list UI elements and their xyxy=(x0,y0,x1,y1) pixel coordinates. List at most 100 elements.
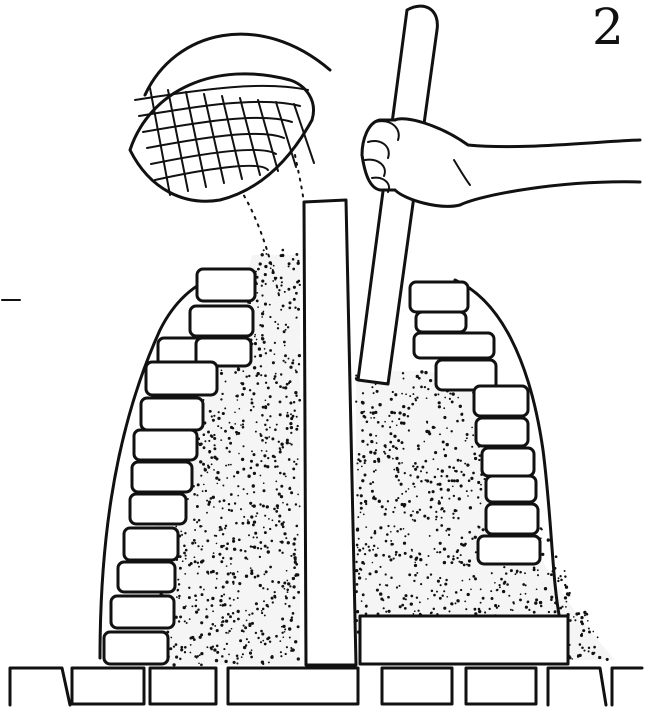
sand-dot xyxy=(294,640,297,643)
sand-dot xyxy=(385,584,387,586)
sand-dot xyxy=(292,415,295,418)
sand-dot xyxy=(191,636,194,639)
sand-dot xyxy=(251,649,253,651)
sand-dot xyxy=(413,580,415,582)
sand-dot xyxy=(436,529,439,532)
sand-dot xyxy=(559,607,562,610)
sand-dot xyxy=(364,500,367,503)
sand-dot xyxy=(430,506,433,509)
sand-dot xyxy=(264,465,267,468)
sand-dot xyxy=(416,476,419,479)
sand-dot xyxy=(213,648,216,651)
sand-dot xyxy=(185,549,188,552)
sand-dot xyxy=(199,586,202,589)
sand-dot xyxy=(500,578,503,581)
sand-dot xyxy=(299,284,301,286)
sand-dot xyxy=(287,541,290,544)
sand-dot xyxy=(443,590,445,592)
sand-dot xyxy=(419,509,421,511)
sand-dot xyxy=(441,469,444,472)
sand-dot xyxy=(175,526,177,528)
sand-dot xyxy=(444,454,447,457)
sand-dot xyxy=(461,413,463,415)
sand-dot xyxy=(185,555,187,557)
sand-dot xyxy=(179,567,182,570)
sand-dot xyxy=(414,562,416,564)
sand-dot xyxy=(264,545,267,548)
sand-dot xyxy=(175,656,178,659)
sand-dot xyxy=(290,443,292,445)
sand-dot xyxy=(179,615,182,618)
sand-dot xyxy=(432,490,435,493)
sand-dot xyxy=(220,624,223,627)
sand-dot xyxy=(214,535,216,537)
sand-dot xyxy=(358,453,361,456)
sand-dot xyxy=(195,610,198,613)
sand-dot xyxy=(287,582,290,585)
sand-dot xyxy=(583,650,585,652)
sand-dot xyxy=(292,577,295,580)
sand-dot xyxy=(189,652,191,654)
sand-dot xyxy=(210,627,213,630)
sand-dot xyxy=(443,510,446,513)
sand-dot xyxy=(235,522,238,525)
sand-dot xyxy=(221,655,224,658)
sand-dot xyxy=(238,538,241,541)
sand-dot xyxy=(417,610,419,612)
sand-dot xyxy=(269,415,271,417)
sand-dot xyxy=(402,372,404,374)
sand-dot xyxy=(229,422,231,424)
sand-dot xyxy=(464,463,466,465)
sand-dot xyxy=(206,512,208,514)
sand-dot xyxy=(227,572,230,575)
sand-dot xyxy=(250,569,253,572)
sand-dot xyxy=(581,633,583,635)
sand-dot xyxy=(227,632,229,634)
sand-dot xyxy=(261,337,264,340)
sand-dot xyxy=(428,432,431,435)
sand-dot xyxy=(438,483,441,486)
sand-dot xyxy=(375,570,378,573)
sand-dot xyxy=(243,625,245,627)
sand-dot xyxy=(457,397,459,399)
sand-dot xyxy=(395,475,398,478)
sand-dot xyxy=(215,587,217,589)
sand-dot xyxy=(254,356,256,358)
sand-dot xyxy=(461,537,464,540)
sand-dot xyxy=(255,515,257,517)
sand-dot xyxy=(222,507,224,509)
sand-dot xyxy=(201,593,204,596)
sand-dot xyxy=(460,543,463,546)
sand-dot xyxy=(448,610,450,612)
sand-dot xyxy=(389,426,391,428)
sand-dot xyxy=(284,354,287,357)
sand-dot xyxy=(295,369,297,371)
sand-dot xyxy=(370,536,372,538)
sand-dot xyxy=(499,586,501,588)
sand-dot xyxy=(496,589,498,591)
sand-dot xyxy=(588,631,591,634)
sand-dot xyxy=(197,545,199,547)
sand-dot xyxy=(364,459,367,462)
sand-dot xyxy=(398,418,400,420)
sand-dot xyxy=(180,531,182,533)
sand-dot xyxy=(261,414,264,417)
sand-dot xyxy=(287,288,290,291)
sand-dot xyxy=(279,385,282,388)
sand-dot xyxy=(293,477,296,480)
sand-dot xyxy=(188,587,190,589)
sand-dot xyxy=(450,430,452,432)
ground-bricks xyxy=(10,668,642,705)
sand-dot xyxy=(363,514,365,516)
sand-dot xyxy=(240,549,243,552)
sand-dot xyxy=(253,504,256,507)
sand-dot xyxy=(593,646,596,649)
sand-dot xyxy=(250,467,253,470)
sand-dot xyxy=(199,654,201,656)
sand-dot xyxy=(260,365,262,367)
sand-dot xyxy=(414,468,417,471)
sand-dot xyxy=(248,534,250,536)
sand-dot xyxy=(297,260,299,262)
sand-dot xyxy=(234,411,236,413)
sand-dot xyxy=(434,393,437,396)
